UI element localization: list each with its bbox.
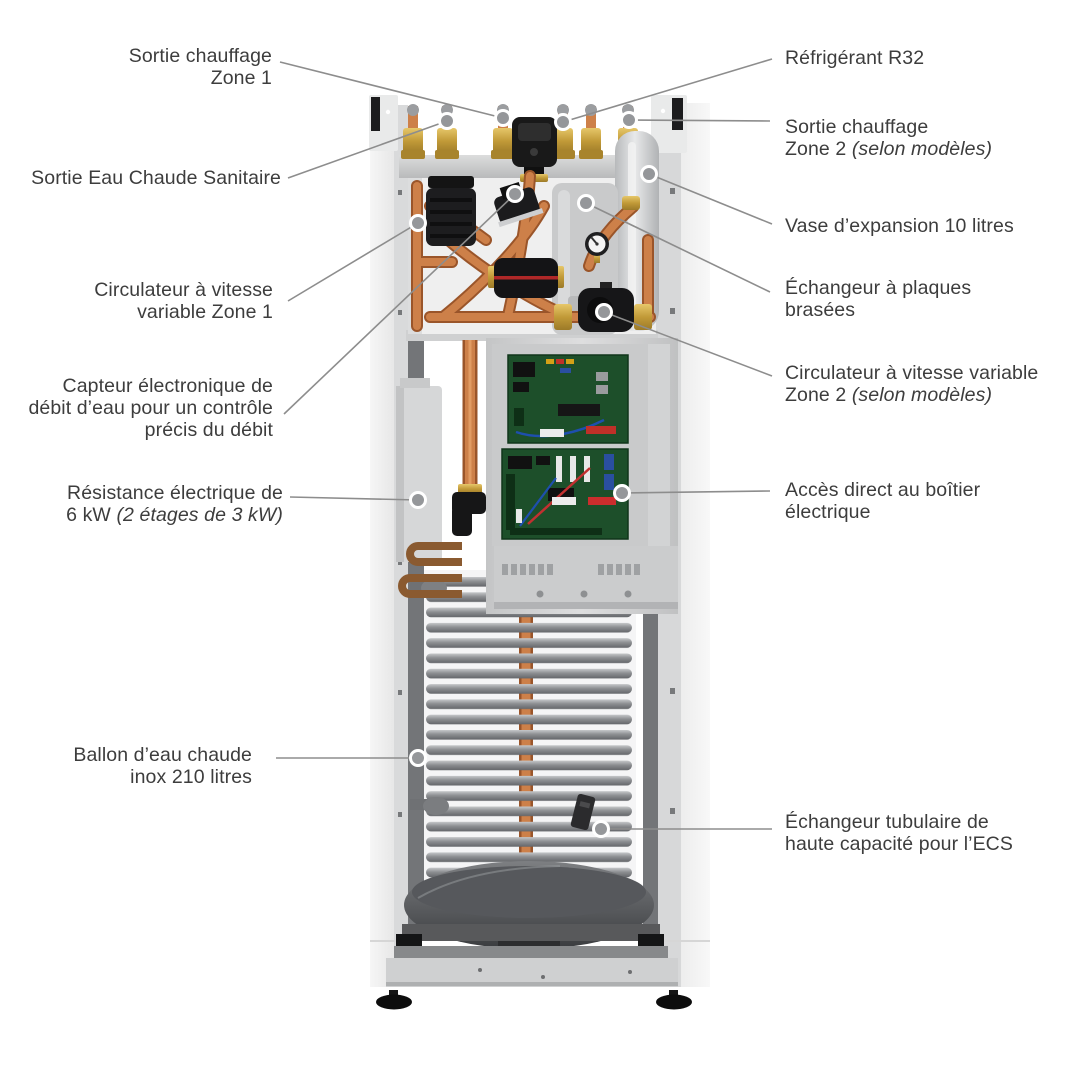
leader-resistance-electrique bbox=[289, 496, 419, 501]
fitting bbox=[579, 104, 603, 159]
leader-circulateur-zone2 bbox=[603, 311, 773, 377]
label-circulateur-zone1: Circulateur à vitesse variable Zone 1 bbox=[94, 279, 273, 323]
label-sortie-chauffage-zone2: Sortie chauffage Zone 2 (selon modèles) bbox=[785, 116, 992, 160]
label-line: Résistance électrique de bbox=[67, 482, 283, 504]
upper-pcb-components bbox=[513, 359, 616, 438]
label-circulateur-zone2: Circulateur à vitesse variable Zone 2 (s… bbox=[785, 362, 1038, 406]
lower-pcb-components bbox=[506, 454, 616, 535]
label-capteur-debit: Capteur électronique de débit d’eau pour… bbox=[28, 375, 273, 441]
leader-lines bbox=[276, 58, 773, 830]
top-section bbox=[399, 104, 659, 335]
label-line: Circulateur à vitesse bbox=[94, 279, 273, 301]
label-line: Capteur électronique de bbox=[62, 375, 273, 397]
label-sortie-chauffage-zone1: Sortie chauffage Zone 1 bbox=[129, 45, 272, 89]
label-acces-boitier: Accès direct au boîtier électrique bbox=[785, 479, 980, 523]
heater-element-coils bbox=[398, 542, 462, 598]
leader-refrigerant-r32 bbox=[562, 58, 773, 123]
adjustable-feet bbox=[376, 990, 692, 1010]
terminal-plate bbox=[494, 546, 678, 609]
dish-highlight bbox=[417, 865, 561, 899]
marker-refrigerant-r32 bbox=[554, 113, 572, 131]
tank-bottom-rim bbox=[412, 866, 646, 918]
label-line: 6 kW (2 étages de 3 kW) bbox=[66, 504, 283, 526]
right-outer-panel bbox=[681, 103, 710, 987]
marker-dots bbox=[409, 109, 658, 838]
left-outer-panel bbox=[370, 105, 396, 987]
label-line: Vase d’expansion 10 litres bbox=[785, 215, 1014, 237]
label-line: Accès direct au boîtier bbox=[785, 479, 981, 501]
marker-capteur-debit bbox=[506, 185, 524, 203]
leader-sortie-chauffage-zone2 bbox=[628, 119, 771, 122]
label-line: Zone 2 (selon modèles) bbox=[785, 138, 993, 160]
label-line: Circulateur à vitesse variable bbox=[785, 362, 1039, 384]
marker-ballon-eau-chaude bbox=[409, 749, 427, 767]
label-line: Sortie Eau Chaude Sanitaire bbox=[31, 167, 281, 189]
label-line: inox 210 litres bbox=[130, 766, 252, 788]
marker-sortie-eau-chaude-sanitaire bbox=[438, 112, 456, 130]
label-ballon-eau-chaude: Ballon d’eau chaude inox 210 litres bbox=[73, 744, 252, 788]
electric-heater bbox=[396, 340, 486, 598]
label-refrigerant-r32: Réfrigérant R32 bbox=[785, 47, 924, 69]
leader-sortie-chauffage-zone1 bbox=[279, 61, 504, 119]
marker-resistance-electrique bbox=[409, 491, 427, 509]
leader-vase-expansion bbox=[648, 173, 773, 225]
label-vase-expansion: Vase d’expansion 10 litres bbox=[785, 215, 1014, 237]
marker-sortie-chauffage-zone2 bbox=[620, 111, 638, 129]
top-brackets bbox=[369, 95, 687, 153]
label-line: Réfrigérant R32 bbox=[785, 47, 925, 69]
label-line: Sortie chauffage bbox=[128, 45, 272, 67]
tubular-coil-heat-exchanger bbox=[426, 577, 632, 908]
leader-echangeur-plaques bbox=[585, 202, 771, 293]
leader-circulateur-zone1 bbox=[287, 222, 419, 302]
label-line: Échangeur tubulaire de bbox=[785, 811, 989, 833]
label-line: brasées bbox=[785, 299, 856, 321]
label-line: électrique bbox=[785, 501, 871, 523]
label-line: Ballon d’eau chaude bbox=[73, 744, 252, 766]
right-panel-seam bbox=[656, 940, 710, 942]
label-line: Zone 1 bbox=[210, 67, 272, 89]
marker-circulateur-zone2 bbox=[595, 303, 613, 321]
electrical-box-side bbox=[648, 344, 670, 606]
leader-acces-boitier bbox=[621, 490, 771, 494]
left-panel-seam bbox=[370, 940, 408, 942]
label-line: Échangeur à plaques bbox=[785, 277, 972, 299]
marker-echangeur-tubulaire bbox=[592, 820, 610, 838]
fitting bbox=[401, 104, 425, 159]
label-line: variable Zone 1 bbox=[137, 301, 273, 323]
label-line: précis du débit bbox=[144, 419, 273, 441]
label-resistance-electrique: Résistance électrique de 6 kW (2 étages … bbox=[66, 482, 283, 526]
marker-circulateur-zone1 bbox=[409, 214, 427, 232]
middle-section bbox=[396, 330, 678, 614]
label-sortie-eau-chaude-sanitaire: Sortie Eau Chaude Sanitaire bbox=[31, 167, 281, 189]
leader-sortie-eau-chaude-sanitaire bbox=[287, 120, 448, 179]
marker-sortie-chauffage-zone1 bbox=[494, 109, 512, 127]
pressure-gauge bbox=[585, 232, 609, 263]
label-line: Sortie chauffage bbox=[785, 116, 929, 138]
manifold-tees bbox=[554, 196, 652, 330]
inline-pump bbox=[488, 258, 564, 298]
leader-capteur-debit bbox=[283, 193, 516, 415]
lower-section bbox=[376, 332, 692, 1010]
circulator-pump-zone1 bbox=[426, 176, 476, 246]
label-line: haute capacité pour l’ECS bbox=[785, 833, 1013, 855]
mid-shelf bbox=[406, 330, 658, 341]
label-echangeur-plaques: Échangeur à plaques brasées bbox=[785, 277, 971, 321]
marker-acces-boitier bbox=[613, 484, 631, 502]
marker-vase-expansion bbox=[640, 165, 658, 183]
base-frame bbox=[386, 924, 678, 987]
marker-echangeur-plaques bbox=[577, 194, 595, 212]
label-echangeur-tubulaire: Échangeur tubulaire de haute capacité po… bbox=[785, 811, 1013, 855]
label-line: débit d’eau pour un contrôle bbox=[28, 397, 273, 419]
coil-fittings bbox=[410, 579, 596, 831]
label-line: Zone 2 (selon modèles) bbox=[785, 384, 993, 406]
